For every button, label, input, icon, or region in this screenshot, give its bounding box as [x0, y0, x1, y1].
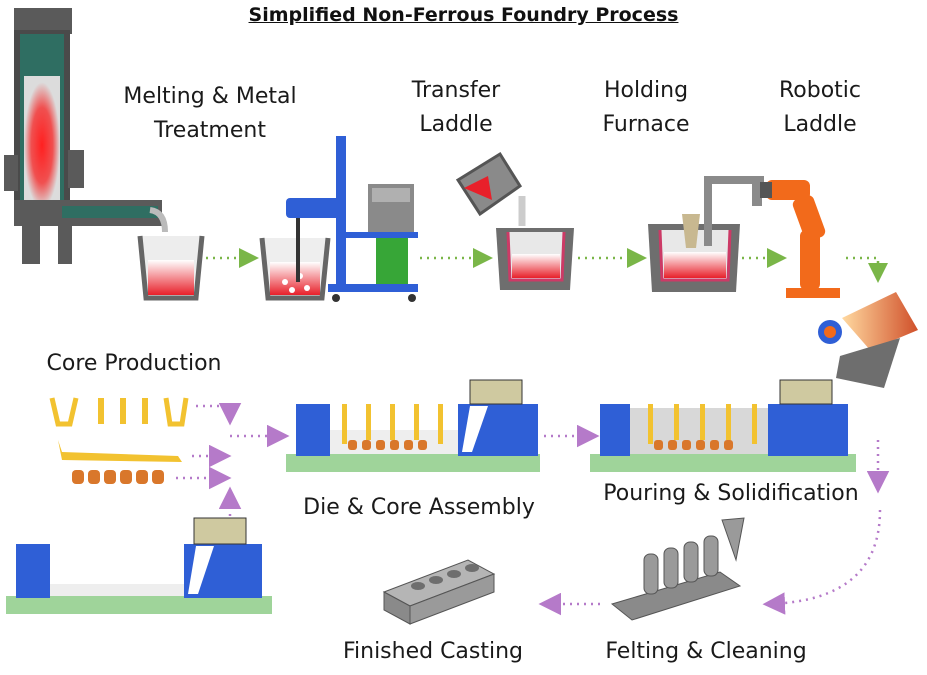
label-holding-line2: Furnace: [602, 112, 690, 137]
label-pouring-solidification: Pouring & Solidification: [603, 481, 859, 506]
arrow-robot-down: [846, 256, 888, 283]
robotic-arm: [760, 180, 840, 298]
die-core-assembly: [286, 379, 540, 472]
melting-furnace: [4, 8, 168, 264]
label-robotic-line1: Robotic: [778, 78, 862, 103]
label-felting-cleaning: Felting & Cleaning: [605, 639, 807, 664]
label-transfer-line1: Transfer: [411, 78, 501, 103]
robotic-pour-head: [818, 292, 918, 388]
label-melting: Melting & Metal Treatment: [112, 80, 308, 148]
label-transfer-ladle: Transfer Laddle: [396, 74, 516, 142]
melting-crucible: [137, 235, 205, 301]
felting-cleaning-part: [610, 517, 745, 621]
metal-treatment-unit: [259, 136, 418, 302]
finished-casting-part: [382, 559, 496, 625]
label-holding-furnace: Holding Furnace: [586, 74, 706, 142]
label-melting-line1: Melting & Metal: [123, 84, 297, 109]
arrow-to-felting: [762, 509, 882, 615]
label-finished-casting: Finished Casting: [342, 639, 524, 664]
holding-furnace: [648, 176, 764, 292]
label-robotic-line2: Laddle: [783, 112, 857, 137]
label-robotic-ladle: Robotic Laddle: [760, 74, 880, 142]
label-core-production: Core Production: [46, 351, 222, 376]
diagram-title: Simplified Non-Ferrous Foundry Process: [248, 4, 679, 26]
pouring-die: [590, 379, 856, 472]
label-holding-line1: Holding: [603, 78, 689, 103]
empty-die: [6, 517, 272, 614]
core-production-parts: [49, 397, 189, 484]
flow-arrows: [176, 248, 890, 616]
transfer-ladle: [455, 151, 574, 290]
label-die-core-assembly: Die & Core Assembly: [303, 495, 535, 520]
label-melting-line2: Treatment: [154, 118, 266, 143]
label-transfer-line2: Laddle: [419, 112, 493, 137]
